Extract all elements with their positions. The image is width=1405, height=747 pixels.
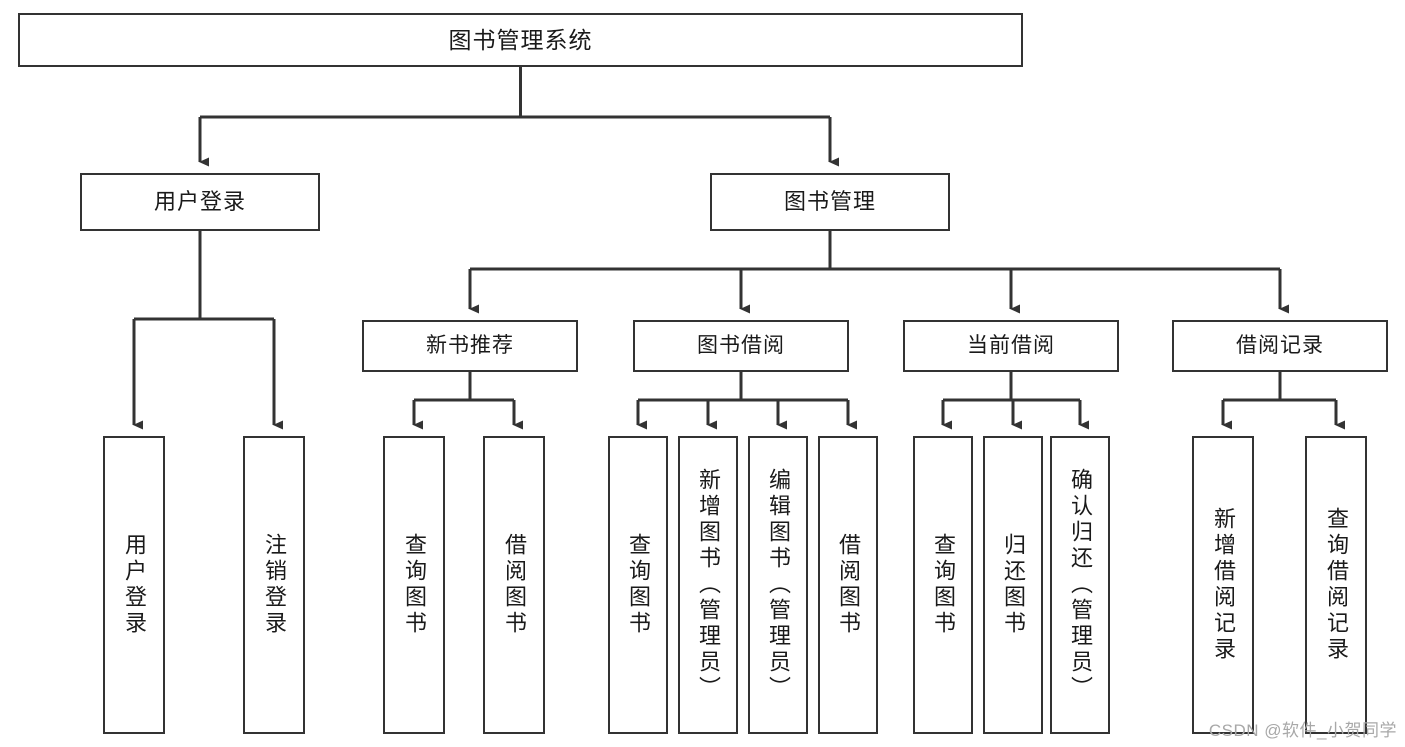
node-label: 查询借阅记录	[1324, 507, 1349, 663]
node-label: 用户登录	[153, 189, 246, 215]
node-label: 借阅图书	[836, 533, 861, 637]
node-label: 借阅记录	[1236, 333, 1324, 357]
node-leaf-rec-borrow[interactable]: 借阅图书	[483, 436, 545, 734]
node-root[interactable]: 图书管理系统	[18, 13, 1023, 67]
node-label: 新增图书（管理员）	[696, 468, 721, 702]
node-leaf-cb-query[interactable]: 查询图书	[913, 436, 973, 734]
node-user-login[interactable]: 用户登录	[80, 173, 320, 231]
node-current-borrow[interactable]: 当前借阅	[903, 320, 1119, 372]
node-leaf-bb-edit[interactable]: 编辑图书（管理员）	[748, 436, 808, 734]
node-label: 查询图书	[626, 533, 651, 637]
node-leaf-cb-confirm[interactable]: 确认归还（管理员）	[1050, 436, 1110, 734]
node-leaf-user-login[interactable]: 用户登录	[103, 436, 165, 734]
node-label: 确认归还（管理员）	[1068, 468, 1093, 702]
node-leaf-cb-return[interactable]: 归还图书	[983, 436, 1043, 734]
node-label: 当前借阅	[967, 333, 1055, 357]
node-book-manage[interactable]: 图书管理	[710, 173, 950, 231]
node-label: 查询图书	[402, 533, 427, 637]
node-label: 归还图书	[1001, 533, 1026, 637]
node-leaf-bb-add[interactable]: 新增图书（管理员）	[678, 436, 738, 734]
node-label: 新书推荐	[426, 333, 514, 357]
node-label: 注销登录	[262, 533, 287, 637]
node-label: 新增借阅记录	[1211, 507, 1236, 663]
node-book-borrow[interactable]: 图书借阅	[633, 320, 849, 372]
node-leaf-user-logout[interactable]: 注销登录	[243, 436, 305, 734]
node-label: 图书管理	[783, 189, 876, 215]
node-label: 用户登录	[122, 533, 147, 637]
connector-group	[132, 67, 1345, 430]
node-leaf-bb-query[interactable]: 查询图书	[608, 436, 668, 734]
node-label: 编辑图书（管理员）	[766, 468, 791, 702]
node-new-book-rec[interactable]: 新书推荐	[362, 320, 578, 372]
node-label: 查询图书	[931, 533, 956, 637]
node-leaf-br-query[interactable]: 查询借阅记录	[1305, 436, 1367, 734]
node-leaf-bb-borrow[interactable]: 借阅图书	[818, 436, 878, 734]
node-borrow-record[interactable]: 借阅记录	[1172, 320, 1388, 372]
node-leaf-br-add[interactable]: 新增借阅记录	[1192, 436, 1254, 734]
node-label: 借阅图书	[502, 533, 527, 637]
node-leaf-rec-query[interactable]: 查询图书	[383, 436, 445, 734]
node-label: 图书管理系统	[448, 26, 593, 53]
node-label: 图书借阅	[697, 333, 785, 357]
